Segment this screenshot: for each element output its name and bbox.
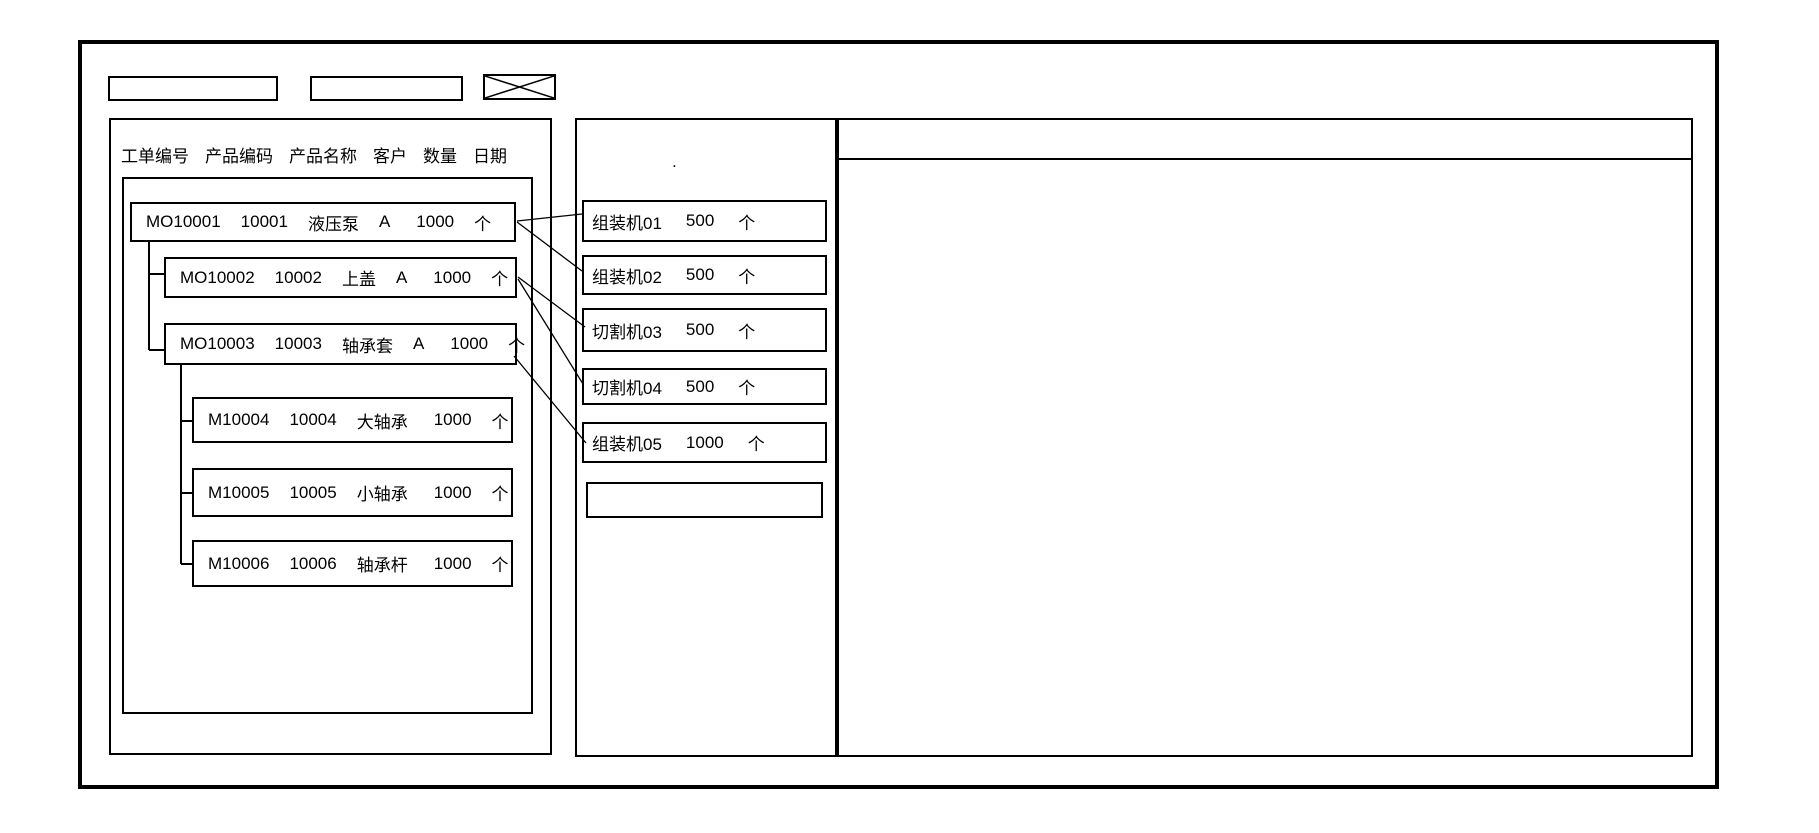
product-name: 上盖 [341,270,376,289]
column-header-qty: 数量 [423,146,457,166]
quantity: 1000 [433,553,472,573]
machine-slot-qiegeji04[interactable]: 切割机04 500 个 [582,368,827,405]
product-name: 液压泵 [307,214,359,234]
customer: A [395,267,408,287]
machine-unit: 个 [738,213,756,233]
product-code: 10001 [240,212,288,231]
column-header-product-name: 产品名称 [289,146,357,166]
work-order-row-mo10003[interactable]: MO10003 10003 轴承套 A 1000 个 [164,323,525,365]
crossed-rectangle-diagonals [485,76,554,98]
customer: A [412,334,425,353]
product-name: 轴承杆 [356,556,408,575]
product-name: 大轴承 [356,412,408,432]
machine-qty: 500 [685,320,715,339]
order-no: MO10002 [180,267,255,287]
input-box-1[interactable] [108,76,278,101]
work-order-row-mo10001[interactable]: MO10001 10001 液压泵 A 1000 个 [130,202,516,242]
machine-unit: 个 [747,435,765,454]
column-header-order-no: 工单编号 [121,146,189,166]
schedule-panel [837,118,1693,757]
machine-name: 切割机03 [592,322,662,342]
column-header-customer: 客户 [373,146,407,166]
machine-unit: 个 [738,322,756,342]
machine-name: 切割机04 [592,379,662,398]
order-no: MO10001 [146,212,221,231]
quantity: 1000 [450,334,489,353]
product-code: 10002 [274,267,322,287]
quantity: 1000 [416,212,455,231]
unit: 个 [491,485,509,504]
machine-panel-dot: . [672,152,677,171]
machine-qty: 1000 [685,432,724,452]
machine-name: 组装机02 [592,267,662,287]
machine-name: 组装机01 [592,213,662,233]
column-header-date: 日期 [473,146,507,166]
order-no: M10005 [208,482,270,502]
machine-unit: 个 [738,379,756,398]
product-code: 10005 [289,482,337,502]
unit: 个 [474,214,492,234]
work-order-row-m10004[interactable]: M10004 10004 大轴承 1000 个 [192,397,513,443]
machine-slot-qiegeji03[interactable]: 切割机03 500 个 [582,308,827,352]
machine-qty: 500 [685,265,715,284]
machine-name: 组装机05 [592,435,662,454]
machine-unit: 个 [738,267,756,287]
product-code: 10003 [274,334,322,353]
product-code: 10004 [289,410,337,429]
work-order-row-m10006[interactable]: M10006 10006 轴承杆 1000 个 [192,540,513,587]
machine-slot-zhuangji05[interactable]: 组装机05 1000 个 [582,422,827,463]
quantity: 1000 [433,410,472,429]
order-no: M10004 [208,410,270,429]
work-order-column-headers: 工单编号 产品编码 产品名称 客户 数量 日期 [121,143,507,166]
machine-slot-empty[interactable] [586,482,823,518]
unit: 个 [491,270,509,289]
order-no: MO10003 [180,334,255,353]
machine-slot-zhuangji01[interactable]: 组装机01 500 个 [582,200,827,242]
machine-slot-zhuangji02[interactable]: 组装机02 500 个 [582,255,827,295]
order-no: M10006 [208,553,270,573]
customer: A [378,212,391,231]
input-box-2[interactable] [310,76,463,101]
unit: 个 [491,412,509,432]
machine-qty: 500 [685,376,715,396]
work-order-tree-container [122,177,533,714]
schedule-header-divider [839,158,1691,160]
unit: 个 [491,556,509,575]
crossed-rectangle-icon[interactable] [483,74,556,100]
product-name: 小轴承 [356,485,408,504]
product-name: 轴承套 [341,336,393,356]
machine-qty: 500 [685,211,715,230]
work-order-row-m10005[interactable]: M10005 10005 小轴承 1000 个 [192,468,513,517]
quantity: 1000 [433,267,472,287]
column-header-product-code: 产品编码 [205,146,273,166]
unit: 个 [508,336,526,356]
product-code: 10006 [289,553,337,573]
quantity: 1000 [433,482,472,502]
work-order-row-mo10002[interactable]: MO10002 10002 上盖 A 1000 个 [164,257,517,298]
